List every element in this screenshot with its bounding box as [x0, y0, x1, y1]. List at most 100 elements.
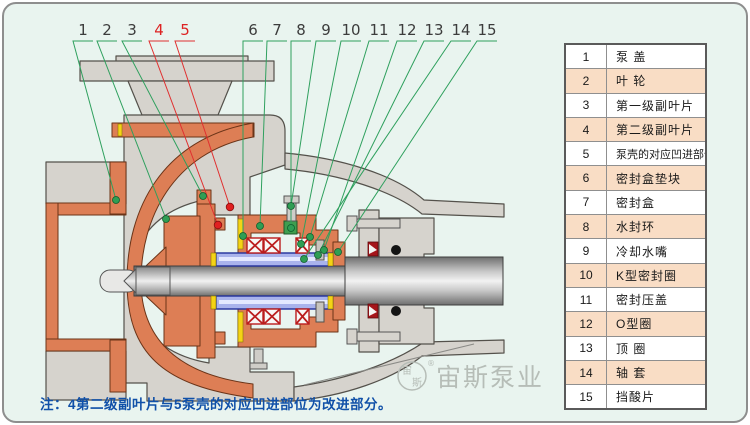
parts-legend-table: 1 泵 盖 2 叶 轮 3 第一级副叶片 4 第二级副叶片 5 泵壳的对应凹进部…	[564, 43, 707, 411]
cover-lining-lower	[109, 339, 127, 393]
table-row: 1 泵 盖	[564, 43, 707, 70]
sleeve-end-ring-tr	[327, 252, 334, 267]
gland-packing	[246, 237, 310, 325]
part-number-cell: 8	[564, 214, 607, 240]
table-row: 4 第二级副叶片	[564, 116, 707, 143]
table-row: 3 第一级副叶片	[564, 92, 707, 118]
packing-ring	[263, 237, 281, 254]
callout-number-3: 3	[127, 21, 137, 39]
gland-follower-bottom	[315, 301, 325, 323]
second-stage-aux-vane-bottom	[214, 331, 226, 345]
table-row: 6 密封盒垫块	[564, 165, 707, 191]
casing-neck	[127, 80, 233, 116]
callout-number-9: 9	[321, 21, 331, 39]
sleeve-end-ring-tl	[210, 252, 217, 267]
callout-number-1: 1	[78, 21, 88, 39]
part-name-cell: 第一级副叶片	[606, 92, 707, 118]
part-number-cell: 15	[564, 384, 607, 410]
watermark-logo-icon	[397, 361, 427, 391]
part-number-cell: 11	[564, 286, 607, 313]
improvement-note: 注：4第二级副叶片与5泵壳的对应凹进部位为改进部分。	[40, 397, 393, 412]
seal-box-gasket-bottom	[237, 311, 244, 343]
packing-ring	[246, 308, 264, 325]
part-number-cell: 3	[564, 92, 607, 118]
v-seal-bottom	[367, 303, 379, 319]
callout-number-13: 13	[424, 21, 443, 39]
table-row: 5 泵壳的对应凹进部位	[564, 141, 707, 167]
shaft-sleeve-top-highlight	[219, 257, 329, 261]
casing-gasket	[117, 123, 123, 137]
lining-c-band	[126, 122, 254, 399]
part-number-cell: 7	[564, 189, 607, 216]
part-name-cell: 密封压盖	[606, 286, 707, 313]
part-number-cell: 2	[564, 68, 607, 94]
table-row: 11 密封压盖	[564, 286, 707, 313]
packing-ring	[246, 237, 264, 254]
callout-number-12: 12	[397, 21, 416, 39]
pump-cross-section-diagram: 宙 斯 ® 宙斯泵业 1	[45, 21, 544, 402]
impeller-nut	[135, 266, 171, 296]
callout-number-15: 15	[477, 21, 496, 39]
table-row: 8 水封环	[564, 214, 707, 240]
k-seal-ring	[295, 308, 310, 325]
bearing-housing-bolt-bottom	[346, 328, 401, 345]
gland-stud-bolt	[249, 348, 268, 370]
callout-number-6: 6	[248, 21, 258, 39]
callout-number-2: 2	[102, 21, 112, 39]
table-row: 15 挡酸片	[564, 384, 707, 410]
part-name-cell: 泵壳的对应凹进部位	[606, 141, 707, 167]
shaft-sleeve-bottom-highlight	[219, 300, 329, 304]
sleeve-end-ring-bl	[210, 295, 217, 310]
bracket-upper-arm	[284, 152, 505, 218]
callout-number-5: 5	[180, 21, 190, 39]
watermark: 宙 斯 ® 宙斯泵业	[397, 359, 544, 392]
cover-lining-left	[45, 202, 59, 352]
watermark-text: 宙斯泵业	[436, 363, 544, 392]
callout-number-7: 7	[272, 21, 282, 39]
part-number-cell: 14	[564, 359, 607, 386]
part-name-cell: 水封环	[606, 214, 707, 240]
part-name-cell: 密封盒垫块	[606, 165, 707, 191]
table-row: 12 O型圈	[564, 311, 707, 337]
packing-ring	[263, 308, 281, 325]
part-name-cell: 叶 轮	[606, 68, 707, 94]
table-row: 13 顶 圈	[564, 335, 707, 361]
callout-number-14: 14	[451, 21, 470, 39]
watermark-logo-char-top: 宙	[402, 364, 412, 377]
table-row: 2 叶 轮	[564, 68, 707, 94]
part-number-cell: 10	[564, 262, 607, 288]
watermark-reg-mark: ®	[427, 359, 435, 368]
casing-lining	[111, 122, 255, 399]
callout-number-11: 11	[369, 21, 388, 39]
part-name-cell: 冷却水嘴	[606, 238, 707, 264]
part-name-cell: 第二级副叶片	[606, 116, 707, 143]
part-name-cell: K型密封圈	[606, 262, 707, 288]
callout-number-4: 4	[154, 21, 164, 39]
table-row: 7 密封盒	[564, 189, 707, 216]
part-number-cell: 5	[564, 141, 607, 167]
part-number-cell: 4	[564, 116, 607, 143]
shaft-thin-section	[133, 265, 360, 297]
watermark-logo-char-bottom: 斯	[412, 376, 422, 389]
part-number-cell: 12	[564, 311, 607, 337]
part-number-cell: 9	[564, 238, 607, 264]
part-name-cell: 挡酸片	[606, 384, 707, 410]
o-ring-top	[391, 245, 401, 255]
part-name-cell: O型圈	[606, 311, 707, 337]
part-name-cell: 泵 盖	[606, 43, 707, 70]
part-name-cell: 顶 圈	[606, 335, 707, 361]
shaft-thick-section	[344, 256, 504, 306]
shaft-assembly	[99, 252, 504, 310]
parts-legend-body: 1 泵 盖 2 叶 轮 3 第一级副叶片 4 第二级副叶片 5 泵壳的对应凹进部…	[564, 43, 707, 410]
leader-lines	[72, 40, 497, 263]
part-name-cell: 轴 套	[606, 359, 707, 386]
callout-number-10: 10	[341, 21, 360, 39]
table-row: 10 K型密封圈	[564, 262, 707, 288]
table-row: 14 轴 套	[564, 359, 707, 386]
v-seal-top	[367, 241, 379, 257]
part-number-cell: 1	[564, 43, 607, 70]
callout-number-8: 8	[296, 21, 306, 39]
o-ring-bottom	[391, 306, 401, 316]
sleeve-end-ring-br	[327, 295, 334, 310]
